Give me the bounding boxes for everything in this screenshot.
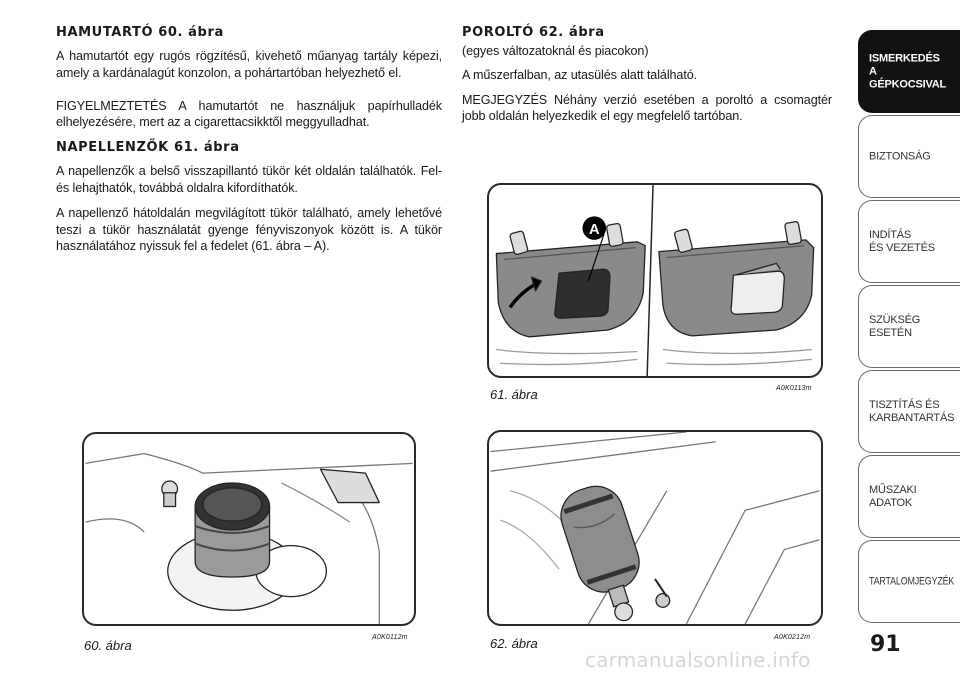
tab-tisztitas[interactable]: TISZTÍTÁS ÉS KARBANTARTÁS xyxy=(858,370,960,453)
tab-muszaki[interactable]: MŰSZAKI ADATOK xyxy=(858,455,960,538)
sun-visor-illustration: A xyxy=(495,185,815,376)
figure-61-code: A0K0113m xyxy=(776,385,812,392)
figure-60-ashtray xyxy=(82,432,416,626)
ashtray-heading: HAMUTARTÓ 60. ábra xyxy=(56,25,224,40)
watermark: carmanualsonline.info xyxy=(585,648,811,672)
tab-label: MŰSZAKI ADATOK xyxy=(869,483,917,509)
figure-62-extinguisher xyxy=(487,430,823,626)
chapter-tabs: ISMERKEDÉS A GÉPKOCSIVAL BIZTONSÁG INDÍT… xyxy=(858,30,960,625)
tab-label: BIZTONSÁG xyxy=(869,150,931,162)
extinguisher-note: MEGJEGYZÉS Néhány verzió esetében a poro… xyxy=(462,92,832,124)
tab-biztonsag[interactable]: BIZTONSÁG xyxy=(858,115,960,198)
tab-label: SZÜKSÉG ESETÉN xyxy=(869,313,921,339)
middle-column: POROLTÓ 62. ábra (egyes változatoknál és… xyxy=(462,24,832,133)
fire-extinguisher-illustration xyxy=(490,432,820,624)
extinguisher-heading: POROLTÓ 62. ábra xyxy=(462,25,605,40)
sun-visor-heading: NAPELLENZŐK 61. ábra xyxy=(56,140,240,156)
figure-60-caption: 60. ábra xyxy=(84,638,132,653)
tab-ismerkedes[interactable]: ISMERKEDÉS A GÉPKOCSIVAL xyxy=(858,30,960,113)
figure-60-code: A0K0112m xyxy=(372,634,408,641)
left-column: HAMUTARTÓ 60. ábra A hamutartót egy rugó… xyxy=(56,24,442,263)
tab-tartalomjegyzek[interactable]: TARTALOMJEGYZÉK xyxy=(858,540,960,623)
ashtray-description: A hamutartót egy rugós rögzítésű, kivehe… xyxy=(56,49,442,80)
tab-label: ISMERKEDÉS A GÉPKOCSIVAL xyxy=(869,52,947,90)
tab-label: TARTALOMJEGYZÉK xyxy=(869,575,955,587)
figure-61-sun-visor: A xyxy=(487,183,823,378)
extinguisher-location: A műszerfalban, az utasülés alatt találh… xyxy=(462,67,698,82)
tab-inditas[interactable]: INDÍTÁS ÉS VEZETÉS xyxy=(858,200,960,283)
tab-label: TISZTÍTÁS ÉS KARBANTARTÁS xyxy=(869,398,955,424)
ashtray-illustration xyxy=(85,452,413,624)
figure-62-caption: 62. ábra xyxy=(490,636,538,651)
callout-a-label: A xyxy=(589,222,600,238)
page-number: 91 xyxy=(870,632,901,657)
ashtray-warning: FIGYELMEZTETÉS A hamutartót ne használju… xyxy=(56,98,442,130)
sun-visor-description: A napellenzők a belső visszapillantó tük… xyxy=(56,164,442,195)
extinguisher-subhead: (egyes változatoknál és piacokon) xyxy=(462,44,649,58)
figure-61-caption: 61. ábra xyxy=(490,387,538,402)
figure-62-code: A0K0212m xyxy=(774,634,811,641)
tab-label: INDÍTÁS ÉS VEZETÉS xyxy=(869,228,935,254)
tab-szukseg[interactable]: SZÜKSÉG ESETÉN xyxy=(858,285,960,368)
sun-visor-mirror-text: A napellenző hátoldalán megvilágított tü… xyxy=(56,205,442,254)
